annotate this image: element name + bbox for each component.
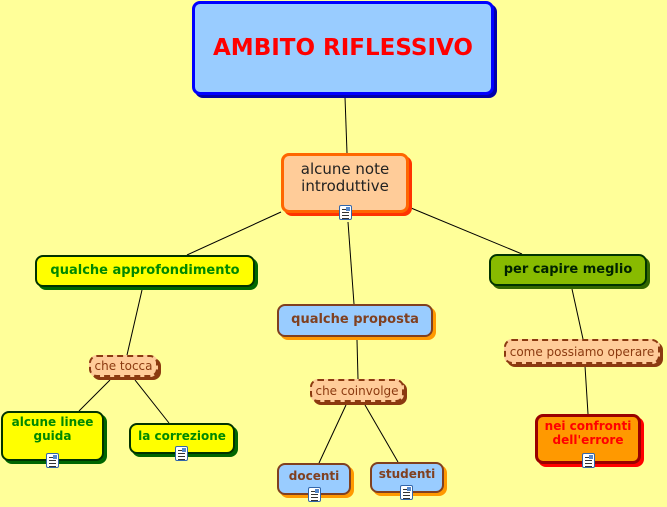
node-capire[interactable]: per capire meglio xyxy=(489,254,647,286)
node-label: qualche proposta xyxy=(291,312,419,328)
document-icon[interactable] xyxy=(175,446,188,461)
node-label: docenti xyxy=(288,469,340,484)
title-text: AMBITO RIFLESSIVO xyxy=(213,34,473,61)
node-proposta[interactable]: qualche proposta xyxy=(277,304,433,337)
link-label: come possiamo operare xyxy=(509,344,655,359)
link-label: che tocca xyxy=(94,359,153,373)
document-icon[interactable] xyxy=(400,485,413,500)
node-label: qualche approfondimento xyxy=(50,262,240,278)
link-che-coinvolge[interactable]: che coinvolge xyxy=(310,379,404,402)
node-label: alcune note introduttive xyxy=(300,159,390,195)
node-linee-guida[interactable]: alcune linee guida xyxy=(1,411,104,461)
node-intro[interactable]: alcune note introduttive xyxy=(281,153,409,213)
node-label: alcune linee guida xyxy=(11,415,94,443)
link-che-tocca[interactable]: che tocca xyxy=(89,355,158,377)
document-icon[interactable] xyxy=(308,487,321,502)
document-icon[interactable] xyxy=(339,205,352,220)
document-icon[interactable] xyxy=(46,453,59,468)
node-approfondimento[interactable]: qualche approfondimento xyxy=(35,255,255,287)
node-label: la correzione xyxy=(138,428,226,443)
concept-map-icon[interactable] xyxy=(582,453,595,468)
node-label: per capire meglio xyxy=(503,261,633,277)
node-label: nei confronti dell'errore xyxy=(544,419,632,447)
link-come-possiamo-operare[interactable]: come possiamo operare xyxy=(504,339,660,364)
node-label: studenti xyxy=(378,466,436,481)
title-node[interactable]: AMBITO RIFLESSIVO xyxy=(192,1,494,95)
link-label: che coinvolge xyxy=(315,383,399,398)
